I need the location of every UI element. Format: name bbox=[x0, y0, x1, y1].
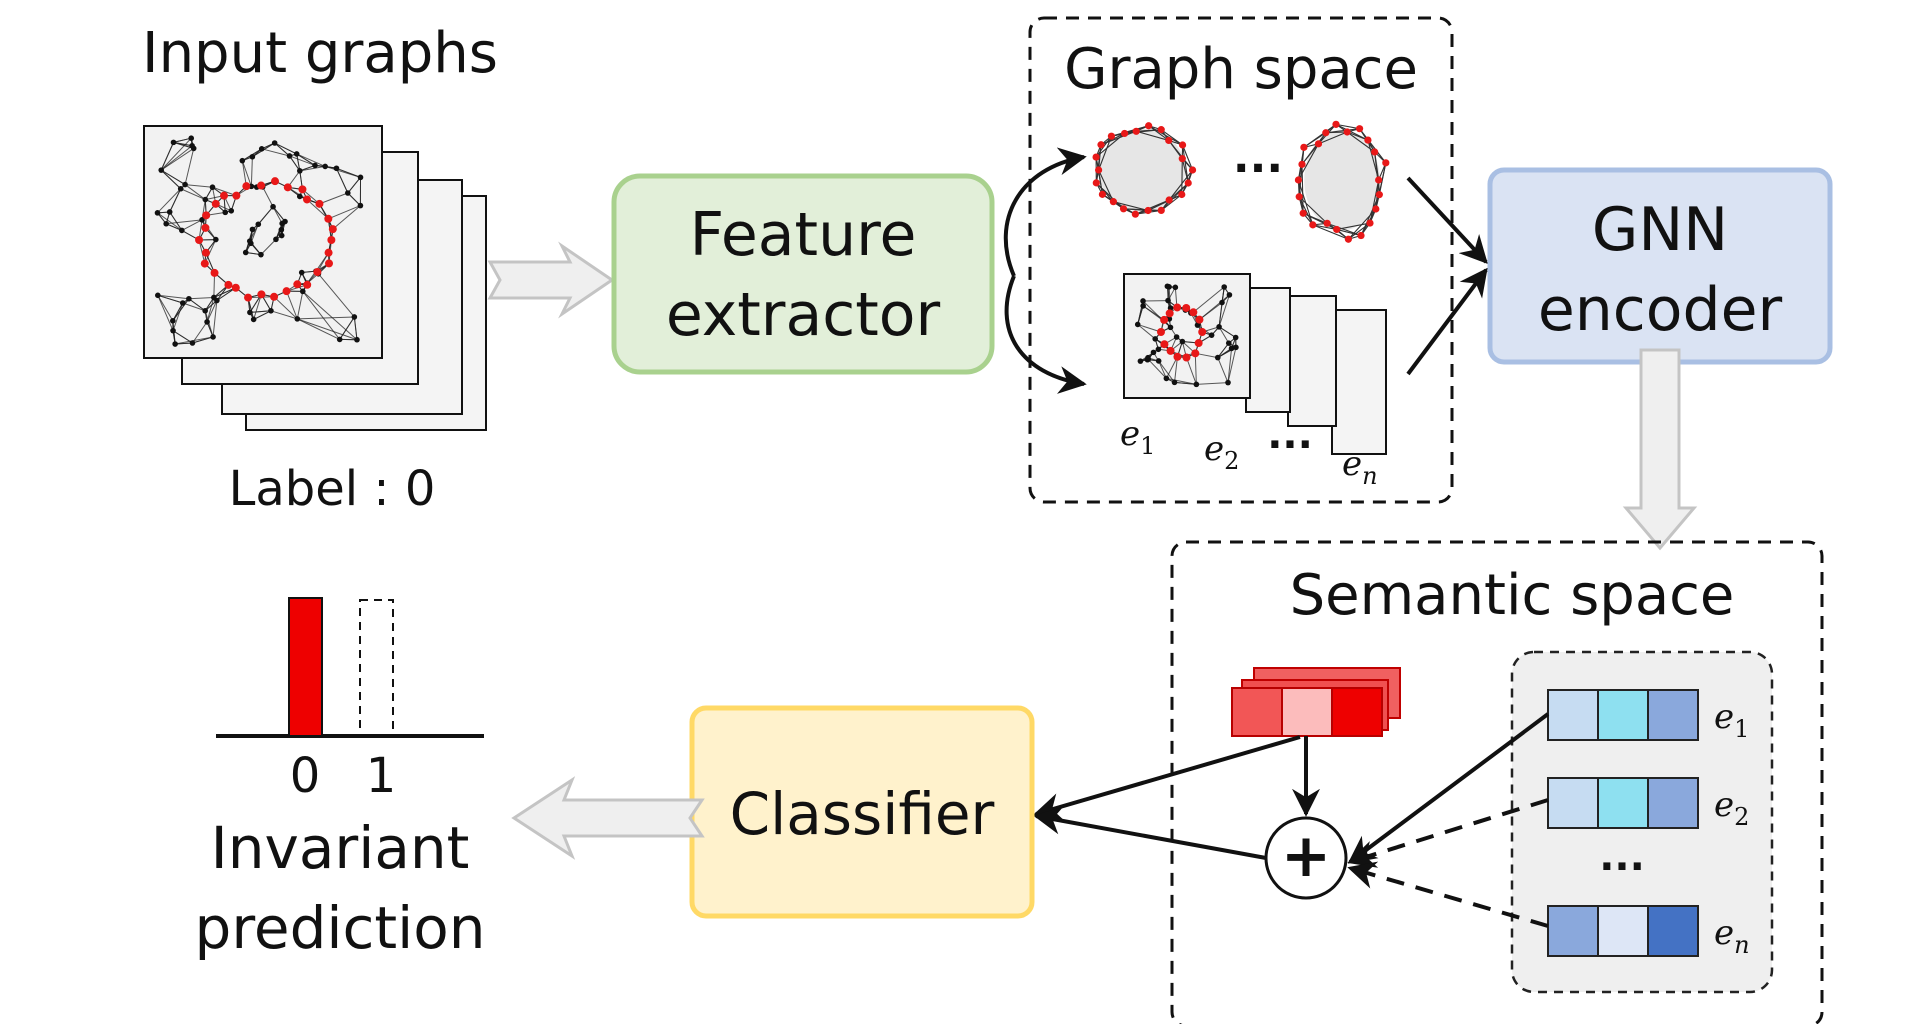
invariant-embedding-cell-3 bbox=[1331, 687, 1383, 737]
gnn-encoder-label-1: GNN bbox=[1592, 195, 1728, 265]
env-label-2: e2 bbox=[1204, 429, 1239, 475]
invariant-subgraph-1 bbox=[1092, 122, 1197, 218]
environment-graph-stack bbox=[1123, 273, 1387, 455]
env-label-1: e1 bbox=[1120, 414, 1155, 460]
sem-env-ellipsis: ... bbox=[1599, 834, 1645, 880]
invariant-embedding bbox=[1231, 667, 1401, 737]
arrow-env-to-gnn bbox=[1406, 267, 1488, 376]
input-graphs-section: Input graphs Label : 0 bbox=[142, 21, 498, 517]
env-label-n: en bbox=[1342, 444, 1378, 490]
classifier-label: Classifier bbox=[730, 780, 995, 848]
gray-arrow-input-to-extractor bbox=[487, 241, 615, 319]
input-label: Label : 0 bbox=[229, 461, 436, 517]
graph-space-panel: Graph space ... e1 e2 ... en bbox=[1028, 16, 1454, 504]
input-graph-stack bbox=[143, 125, 487, 431]
env-graph-card-3 bbox=[1287, 295, 1337, 427]
arrow-combine-to-classifier bbox=[1033, 806, 1267, 860]
prediction-label-1: Invariant bbox=[211, 814, 470, 882]
gray-arrow-classifier-to-prediction bbox=[511, 776, 705, 860]
invariant-embedding-cell-2 bbox=[1281, 687, 1333, 737]
sem-env-label-n: en bbox=[1714, 913, 1750, 959]
combine-symbol: + bbox=[1281, 821, 1331, 891]
prediction-category-1: 1 bbox=[366, 748, 397, 804]
feature-extractor-label-1: Feature bbox=[690, 200, 917, 270]
graph-space-title: Graph space bbox=[1064, 37, 1418, 102]
arrow-env1-to-combine bbox=[1347, 712, 1550, 864]
classifier-box: Classifier bbox=[689, 705, 1035, 919]
arrow-invariant-to-classifier bbox=[1033, 735, 1301, 821]
invariant-ellipsis: ... bbox=[1233, 132, 1283, 183]
arrow-invariant-to-gnn bbox=[1406, 176, 1488, 265]
feature-extractor-box: Feature extractor bbox=[611, 173, 995, 375]
env-embedding-n bbox=[1547, 905, 1699, 957]
gnn-encoder-label-2: encoder bbox=[1538, 275, 1783, 345]
environment-graph-network bbox=[1134, 283, 1239, 388]
env-ellipsis: ... bbox=[1267, 412, 1313, 458]
env-graph-card-2 bbox=[1245, 287, 1291, 413]
gray-arrow-gnn-to-semantic bbox=[1622, 348, 1698, 551]
env-embedding-2 bbox=[1547, 777, 1699, 829]
arrow-envn-to-combine bbox=[1347, 861, 1549, 928]
input-graphs-title: Input graphs bbox=[142, 21, 498, 86]
arrow-env2-to-combine bbox=[1347, 798, 1549, 868]
prediction-bar-0 bbox=[288, 597, 323, 737]
gnn-encoder-box: GNN encoder bbox=[1487, 167, 1833, 365]
env-embedding-1 bbox=[1547, 689, 1699, 741]
prediction-label-2: prediction bbox=[195, 894, 486, 962]
feature-extractor-label-2: extractor bbox=[666, 280, 941, 350]
invariant-prediction-section: 0 1 Invariant prediction bbox=[195, 597, 486, 962]
semantic-space-title: Semantic space bbox=[1290, 563, 1735, 628]
invariant-subgraph-2 bbox=[1294, 120, 1390, 243]
sem-env-label-2: e2 bbox=[1714, 785, 1749, 831]
env-graph-card-4 bbox=[1331, 309, 1387, 455]
split-arrow-down bbox=[1004, 275, 1087, 394]
semantic-space-panel: Semantic space e1 e2 ... bbox=[1170, 540, 1824, 1024]
prediction-category-0: 0 bbox=[290, 748, 321, 804]
prediction-bar-1 bbox=[359, 599, 394, 737]
split-arrow-up bbox=[1003, 147, 1087, 277]
input-graph-card-main bbox=[143, 125, 383, 359]
sem-env-label-1: e1 bbox=[1714, 697, 1749, 743]
input-graph-network bbox=[154, 135, 364, 347]
combine-node: + bbox=[1264, 816, 1348, 900]
env-graph-card-1 bbox=[1123, 273, 1251, 399]
invariant-embedding-cell-1 bbox=[1231, 687, 1283, 737]
